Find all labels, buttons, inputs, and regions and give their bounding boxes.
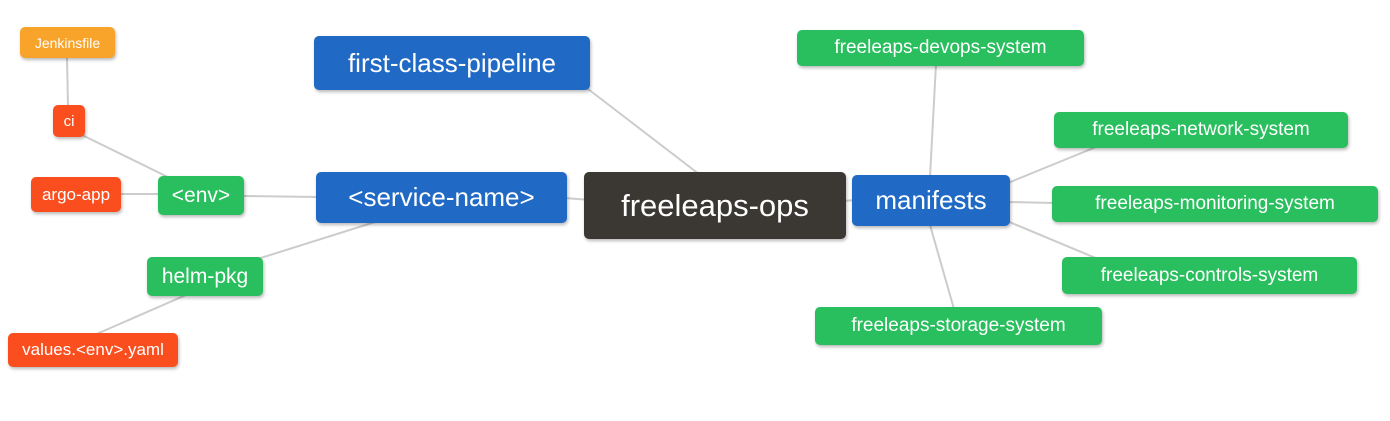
node-jenkinsfile[interactable]: Jenkinsfile xyxy=(20,27,115,58)
node-service-name[interactable]: <service-name> xyxy=(316,172,567,223)
node-freeleaps-controls-system[interactable]: freeleaps-controls-system xyxy=(1062,257,1357,294)
edge-pipeline-freeleaps-ops xyxy=(587,88,709,182)
node-env[interactable]: <env> xyxy=(158,176,244,215)
node-freeleaps-devops-system[interactable]: freeleaps-devops-system xyxy=(797,30,1084,66)
node-freeleaps-storage-system[interactable]: freeleaps-storage-system xyxy=(815,307,1102,345)
edge-manifests-monitoring xyxy=(1007,201,1056,204)
node-freeleaps-network-system[interactable]: freeleaps-network-system xyxy=(1054,112,1348,148)
node-freeleaps-monitoring-system[interactable]: freeleaps-monitoring-system xyxy=(1052,186,1378,222)
node-helm-pkg[interactable]: helm-pkg xyxy=(147,257,263,296)
node-freeleaps-ops[interactable]: freeleaps-ops xyxy=(584,172,846,239)
edge-helm-pkg-values xyxy=(91,294,187,337)
edge-ci-env xyxy=(79,133,181,184)
edge-env-service-name xyxy=(242,195,319,198)
node-ci[interactable]: ci xyxy=(53,105,85,137)
edge-jenkinsfile-ci xyxy=(66,57,69,107)
edge-service-name-helm-pkg xyxy=(247,221,376,263)
node-values-env-yaml[interactable]: values.<env>.yaml xyxy=(8,333,178,367)
edge-manifests-devops xyxy=(929,63,937,178)
node-first-class-pipeline[interactable]: first-class-pipeline xyxy=(314,36,590,90)
node-manifests[interactable]: manifests xyxy=(852,175,1010,226)
edge-manifests-storage xyxy=(929,224,955,310)
node-argo-app[interactable]: argo-app xyxy=(31,177,121,212)
edge-manifests-network xyxy=(1007,146,1097,184)
edge-manifests-controls xyxy=(1006,220,1099,260)
